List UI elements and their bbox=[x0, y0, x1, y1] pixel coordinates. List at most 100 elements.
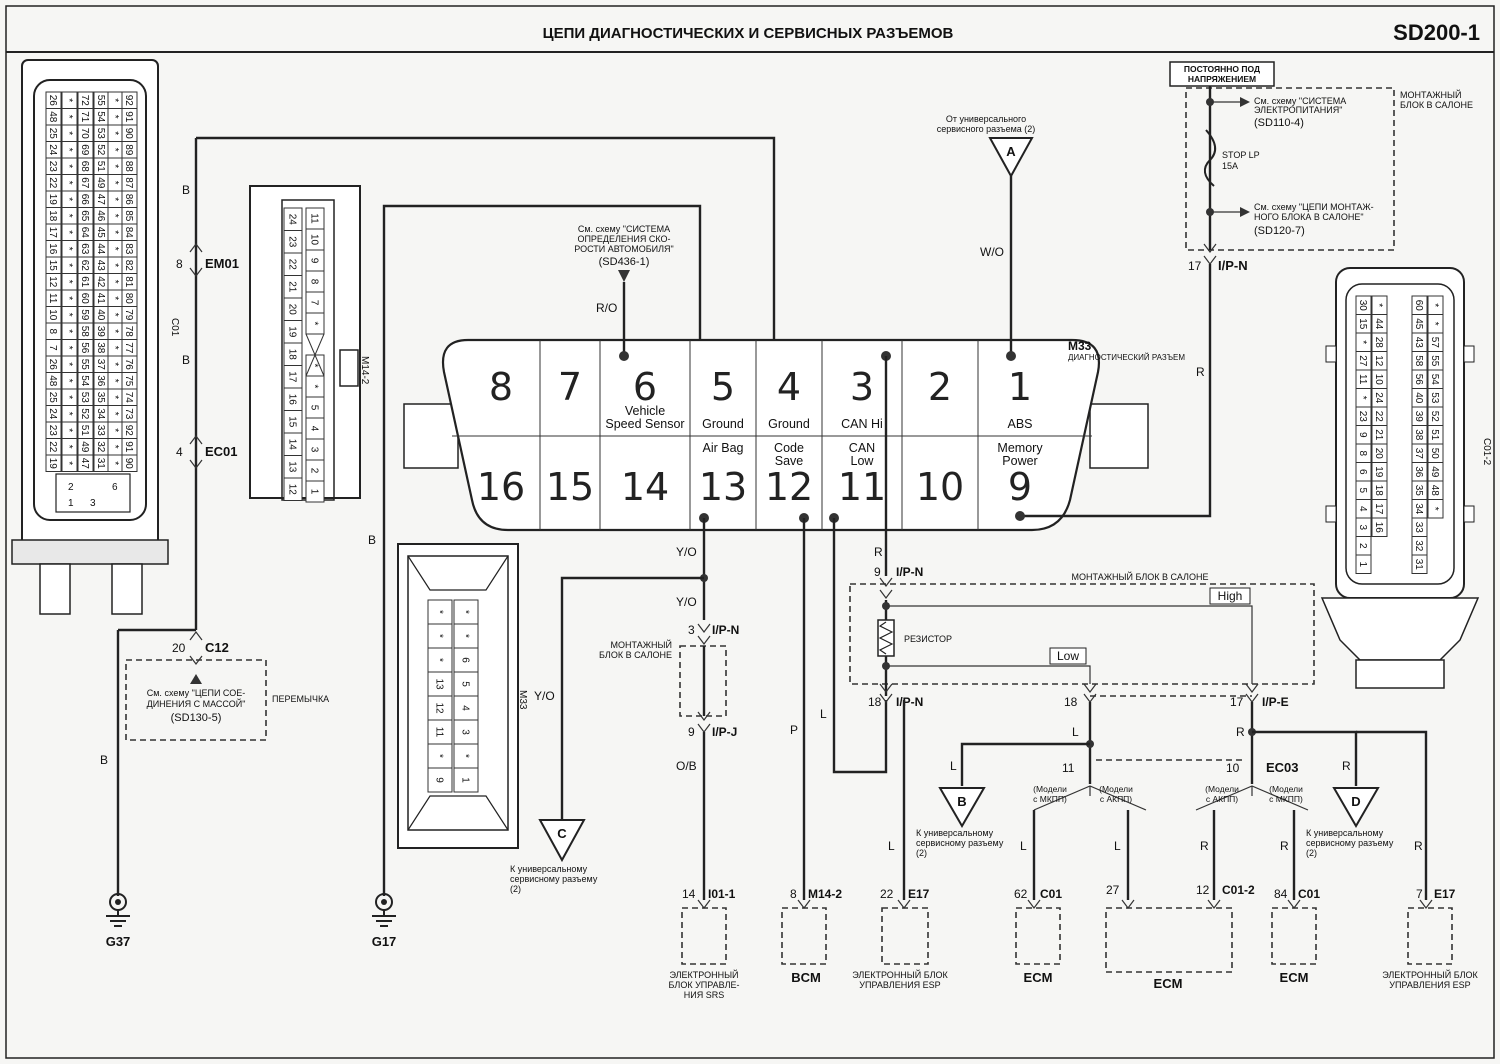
d-ref-line-3: (2) bbox=[1306, 848, 1317, 858]
c01-2-pin-2-10: 35 bbox=[1411, 480, 1428, 500]
c01-pin-0-13: 10 bbox=[45, 306, 62, 324]
c01-2-pin-0-10: 5 bbox=[1355, 480, 1372, 500]
c01-pin-2-14: 58 bbox=[77, 322, 94, 340]
svg-text:51: 51 bbox=[1429, 429, 1440, 441]
svg-text:*: * bbox=[460, 754, 471, 758]
svg-text:*: * bbox=[63, 346, 74, 350]
c01-pin-3-9: 44 bbox=[93, 240, 110, 258]
ecm3-wire: R bbox=[1280, 839, 1289, 853]
svg-text:33: 33 bbox=[95, 425, 106, 437]
svg-text:6: 6 bbox=[1357, 469, 1368, 475]
c01-pin-2-5: 67 bbox=[77, 174, 94, 192]
svg-text:24: 24 bbox=[47, 144, 58, 156]
c01-pin-3-20: 33 bbox=[93, 421, 110, 439]
svg-text:7: 7 bbox=[47, 345, 58, 351]
c12-connector: C12 bbox=[205, 640, 229, 655]
m33-small-pin-r4: 4 bbox=[453, 695, 479, 721]
esp2-label-2: УПРАВЛЕНИЯ ESP bbox=[1389, 980, 1470, 990]
svg-text:12: 12 bbox=[47, 276, 58, 288]
svg-text:Ground: Ground bbox=[768, 417, 810, 431]
svg-text:42: 42 bbox=[95, 276, 106, 288]
svg-text:*: * bbox=[63, 230, 74, 234]
svg-text:Low: Low bbox=[851, 454, 875, 468]
svg-text:54: 54 bbox=[1429, 374, 1440, 386]
g37-label: G37 bbox=[106, 934, 131, 949]
c01-2-pin-0-11: 4 bbox=[1355, 499, 1372, 519]
c01-2-pin-0-13: 2 bbox=[1355, 536, 1372, 556]
c01-name: C01 bbox=[169, 318, 180, 337]
dlc-pin-8: 8 bbox=[489, 365, 513, 409]
akpp-label-l1: (Модели bbox=[1099, 784, 1133, 794]
speed-ref-line-1: См. схему "СИСТЕМА bbox=[578, 224, 670, 234]
c01-pin-5-20: 92 bbox=[121, 421, 138, 439]
c01-pin-1-2: * bbox=[61, 124, 78, 142]
svg-text:5: 5 bbox=[460, 681, 471, 687]
svg-text:89: 89 bbox=[123, 144, 134, 156]
ecm1-conn: C01 bbox=[1040, 887, 1062, 901]
svg-text:26: 26 bbox=[47, 359, 58, 371]
m33-small-pin-l2: * bbox=[427, 647, 453, 673]
m14-2-name: M14-2 bbox=[359, 356, 370, 385]
c01-pin-3-3: 52 bbox=[93, 141, 110, 159]
c12-pin: 20 bbox=[172, 641, 186, 655]
svg-text:16: 16 bbox=[1373, 522, 1384, 534]
svg-text:55: 55 bbox=[95, 95, 106, 107]
c01-pin-0-1: 48 bbox=[45, 108, 62, 126]
svg-text:47: 47 bbox=[79, 458, 90, 470]
svg-text:80: 80 bbox=[123, 293, 134, 305]
ec03-conn: EC03 bbox=[1266, 760, 1299, 775]
svg-text:*: * bbox=[309, 364, 320, 368]
c01-pin-0-17: 48 bbox=[45, 372, 62, 390]
mkpp-label-r2: с МКПП) bbox=[1269, 794, 1303, 804]
svg-text:*: * bbox=[109, 412, 120, 416]
c01-pin-1-19: * bbox=[61, 405, 78, 423]
c01-pin-2-1: 71 bbox=[77, 108, 94, 126]
m33-small-pin-l7: 9 bbox=[427, 767, 453, 793]
svg-text:58: 58 bbox=[1413, 355, 1424, 367]
svg-text:15: 15 bbox=[47, 260, 58, 272]
c01-pin-3-8: 45 bbox=[93, 223, 110, 241]
svg-text:49: 49 bbox=[79, 441, 90, 453]
c01-pin-5-9: 83 bbox=[121, 240, 138, 258]
svg-text:66: 66 bbox=[79, 194, 90, 206]
svg-text:12: 12 bbox=[765, 465, 813, 509]
can-wire-r2: R bbox=[1342, 759, 1351, 773]
svg-text:9: 9 bbox=[1008, 465, 1032, 509]
abs-ref-line-2: сервисного разъема (2) bbox=[937, 124, 1036, 134]
svg-text:84: 84 bbox=[123, 227, 134, 239]
svg-text:8: 8 bbox=[1357, 450, 1368, 456]
svg-text:13: 13 bbox=[287, 461, 298, 473]
svg-text:32: 32 bbox=[95, 441, 106, 453]
svg-text:Code: Code bbox=[774, 441, 804, 455]
svg-text:Speed Sensor: Speed Sensor bbox=[605, 417, 684, 431]
power-ref2-code: (SD120-7) bbox=[1254, 225, 1305, 237]
svg-text:43: 43 bbox=[1413, 337, 1424, 349]
c01-small-pin-1: 1 bbox=[68, 498, 74, 509]
svg-text:48: 48 bbox=[47, 375, 58, 387]
svg-text:73: 73 bbox=[123, 408, 134, 420]
svg-text:*: * bbox=[63, 181, 74, 185]
svg-text:20: 20 bbox=[287, 304, 298, 316]
svg-text:24: 24 bbox=[287, 214, 298, 226]
c01-2-pin-1-2: 28 bbox=[1371, 332, 1388, 352]
can-pin-9: 9 bbox=[874, 565, 881, 579]
bottom-destinations: L 22 E17 ЭЛЕКТРОННЫЙ БЛОК УПРАВЛЕНИЯ ESP… bbox=[852, 839, 1478, 991]
svg-text:19: 19 bbox=[1373, 466, 1384, 478]
svg-text:*: * bbox=[109, 346, 120, 350]
marker-a: A bbox=[1006, 144, 1016, 159]
svg-text:7: 7 bbox=[558, 365, 582, 409]
esp2-pin: 7 bbox=[1416, 887, 1423, 901]
svg-text:ABS: ABS bbox=[1007, 417, 1032, 431]
svg-text:44: 44 bbox=[95, 243, 106, 255]
svg-text:37: 37 bbox=[1413, 448, 1424, 460]
c01-2-pin-0-8: 8 bbox=[1355, 443, 1372, 463]
b-ref-line-3: (2) bbox=[916, 848, 927, 858]
airbag-wire-4: O/B bbox=[676, 759, 697, 773]
svg-text:10: 10 bbox=[1373, 374, 1384, 386]
svg-text:*: * bbox=[63, 313, 74, 317]
svg-text:16: 16 bbox=[477, 465, 525, 509]
c01-pin-2-17: 54 bbox=[77, 372, 94, 390]
c01-pin-3-12: 41 bbox=[93, 289, 110, 307]
